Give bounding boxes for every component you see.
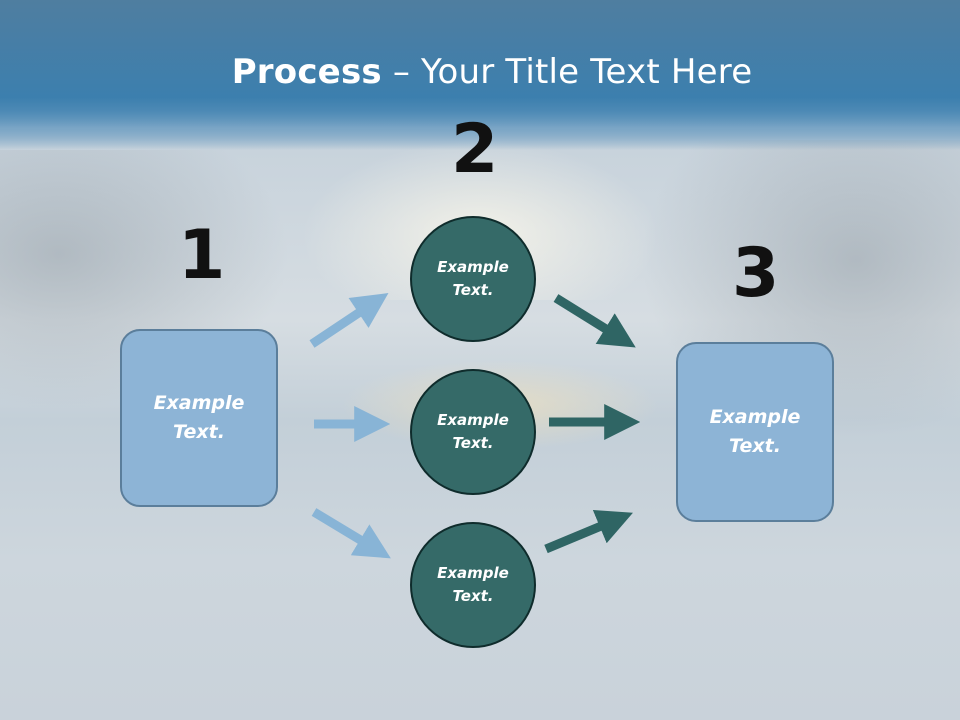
title-bold: Process <box>231 52 382 92</box>
step-number-1: 1 <box>178 216 226 295</box>
circle-top-label: Example Text. <box>437 258 509 299</box>
step-1-label: Example Text. <box>153 392 245 443</box>
slide-title: Process – Your Title Text Here <box>0 52 960 92</box>
title-rest: – Your Title Text Here <box>381 52 753 92</box>
arrow-1-to-bottom <box>311 508 391 559</box>
step-2-circle-top[interactable]: Example Text. <box>410 216 536 342</box>
step-1-box[interactable]: Example Text. <box>120 329 278 507</box>
step-2-circle-bottom[interactable]: Example Text. <box>410 522 536 648</box>
step-number-2: 2 <box>451 110 499 189</box>
arrow-1-to-top <box>309 293 389 348</box>
title-band <box>0 0 960 150</box>
arrow-bottom-to-3 <box>544 510 633 554</box>
step-3-label: Example Text. <box>709 406 801 457</box>
circle-bottom-label: Example Text. <box>437 564 509 605</box>
step-number-3: 3 <box>732 234 780 313</box>
step-3-box[interactable]: Example Text. <box>676 342 834 522</box>
circle-middle-label: Example Text. <box>437 411 509 452</box>
step-2-circle-middle[interactable]: Example Text. <box>410 369 536 495</box>
arrow-top-to-3 <box>553 294 636 348</box>
